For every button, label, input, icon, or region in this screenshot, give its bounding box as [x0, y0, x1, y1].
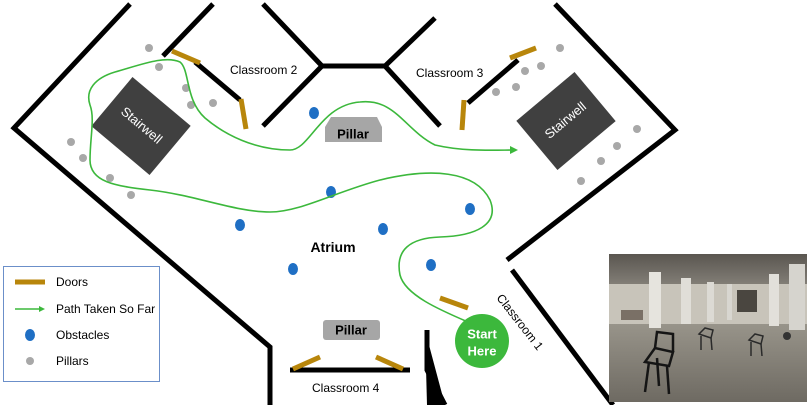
obstacle [309, 107, 319, 119]
pillar-dot [537, 62, 545, 70]
obstacle [426, 259, 436, 271]
legend-pillars-label: Pillars [56, 354, 89, 368]
atrium-label: Atrium [310, 239, 355, 255]
pillar-dot [145, 44, 153, 52]
classroom4-label: Classroom 4 [312, 381, 380, 395]
doors [171, 45, 537, 372]
legend-doors-label: Doors [56, 275, 89, 289]
pillar-block-top [325, 117, 382, 142]
door-classroom4-right [374, 354, 405, 372]
legend-item-pillars: Pillars [4, 351, 159, 371]
pillar-dot [79, 154, 87, 162]
door-classroom1 [439, 295, 469, 311]
wall-right [505, 2, 679, 262]
path-arrow-icon [4, 299, 56, 319]
pillar-dot [577, 177, 585, 185]
pillar-dot-icon [4, 351, 56, 371]
door-classroom4-left [291, 354, 322, 372]
wall-top-left-inner [161, 2, 215, 58]
pillar-dot [521, 67, 529, 75]
door-swatch [4, 272, 56, 292]
pillar-dot [209, 99, 217, 107]
legend-item-doors: Doors [4, 272, 159, 292]
pillar-dot [512, 83, 520, 91]
pillar-dots [67, 44, 641, 199]
legend-item-obstacles: Obstacles [4, 325, 159, 345]
pillar-dot [613, 142, 621, 150]
wall-corner-fill [425, 330, 445, 405]
legend: Doors Path Taken So Far Obstacles Pillar… [3, 266, 160, 382]
door-classroom3-right [509, 45, 537, 61]
pillar-dot [67, 138, 75, 146]
wall-classroom3-left [383, 64, 442, 128]
obstacle [235, 219, 245, 231]
pillar-dot [127, 191, 135, 199]
pillar-dot [597, 157, 605, 165]
pillar-dot [556, 44, 564, 52]
obstacle [465, 203, 475, 215]
wall-left [10, 2, 273, 405]
pillar-dot [106, 174, 114, 182]
classroom2-label: Classroom 2 [230, 63, 298, 77]
pillar-block-bottom [323, 320, 380, 340]
pillar-dot [633, 125, 641, 133]
obstacles [235, 107, 475, 275]
legend-path-label: Path Taken So Far [56, 302, 156, 316]
pillar-bottom-label: Pillar [335, 322, 367, 337]
obstacle-icon [4, 325, 56, 345]
start-marker [455, 314, 509, 368]
wall-top-middle [261, 2, 437, 69]
wall-classroom2-right [261, 64, 324, 128]
pillar-dot [155, 63, 163, 71]
stairwell-left [91, 77, 191, 175]
pillar-dot [187, 101, 195, 109]
stairwell-right [516, 72, 616, 170]
door-classroom2-right [238, 98, 249, 130]
wall-classroom3-right [466, 58, 520, 105]
classroom3-label: Classroom 3 [416, 66, 484, 80]
legend-obstacles-label: Obstacles [56, 328, 110, 342]
path-taken [88, 58, 517, 323]
door-classroom3-left [459, 99, 467, 131]
start-label-line2: Here [468, 343, 497, 358]
obstacle [288, 263, 298, 275]
door-classroom2-left [171, 48, 201, 66]
wall-classroom2-left [193, 60, 242, 102]
legend-item-path: Path Taken So Far [4, 299, 159, 319]
atrium-photo [609, 254, 807, 402]
wall-classroom1-outer [509, 268, 616, 405]
atrium-photo-drawing [609, 254, 807, 402]
path-arrowhead [510, 146, 518, 154]
pillar-top-label: Pillar [337, 126, 369, 141]
pillar-dot [492, 88, 500, 96]
obstacle [378, 223, 388, 235]
start-label-line1: Start [467, 326, 497, 341]
